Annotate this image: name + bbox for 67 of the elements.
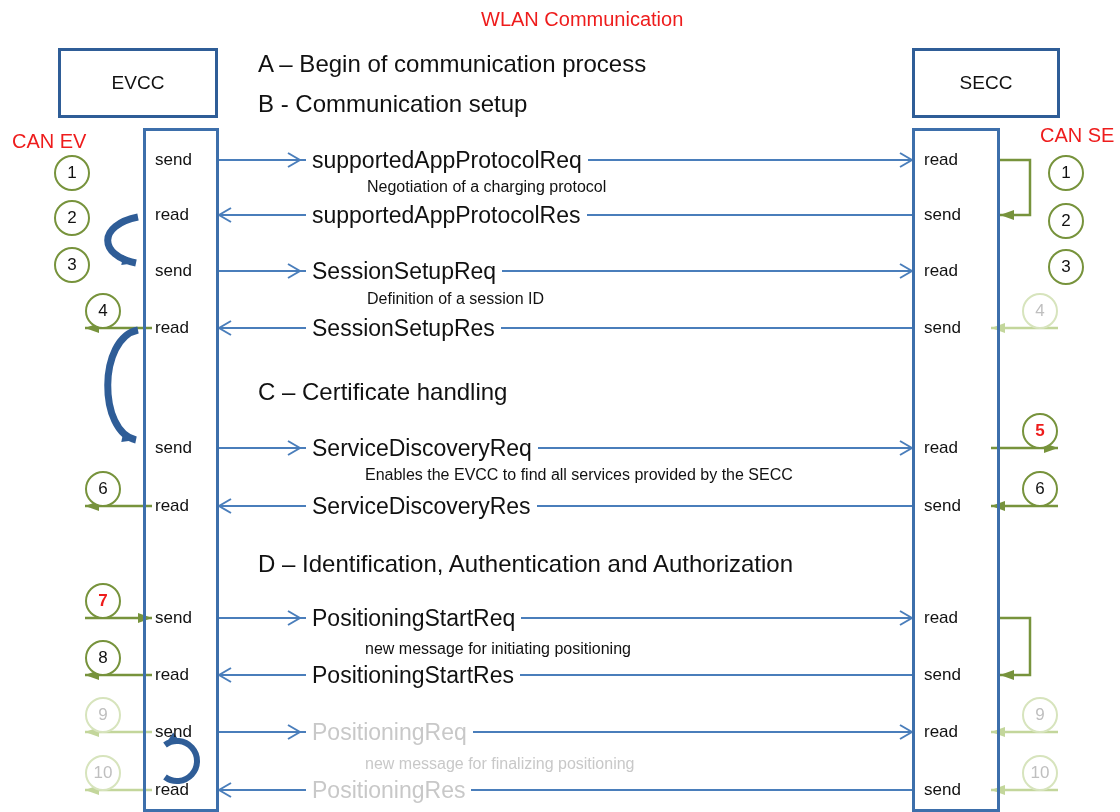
curved-arrow bbox=[104, 326, 140, 444]
step-number-circle: 6 bbox=[1022, 471, 1058, 507]
step-label: send bbox=[915, 662, 997, 688]
arrow bbox=[991, 443, 1058, 453]
step-number-circle: 9 bbox=[1022, 697, 1058, 733]
step-number-circle: 1 bbox=[54, 155, 90, 191]
step-number-circle: 3 bbox=[1048, 249, 1084, 285]
lifeline-bar bbox=[912, 128, 1000, 812]
step-label: read bbox=[146, 202, 216, 228]
loop-arrow bbox=[163, 733, 200, 784]
arrow bbox=[991, 501, 1058, 511]
message-description: new message for initiating positioning bbox=[365, 640, 631, 658]
step-label: send bbox=[146, 258, 216, 284]
step-number-circle: 9 bbox=[85, 697, 121, 733]
step-number-circle: 10 bbox=[85, 755, 121, 791]
arrow bbox=[1000, 616, 1032, 680]
step-label: read bbox=[146, 662, 216, 688]
diagram-title: WLAN Communication bbox=[481, 8, 684, 31]
step-label: read bbox=[146, 315, 216, 341]
step-label: send bbox=[146, 435, 216, 461]
arrow bbox=[1000, 158, 1032, 220]
step-number-circle: 3 bbox=[54, 247, 90, 283]
step-label: read bbox=[146, 777, 216, 803]
step-label: send bbox=[146, 605, 216, 631]
step-label: read bbox=[146, 493, 216, 519]
arrow bbox=[85, 670, 152, 680]
step-label: send bbox=[146, 147, 216, 173]
participant-box: SECC bbox=[912, 48, 1060, 118]
bus-label: CAN EV bbox=[12, 130, 87, 153]
message-description: Negotiation of a charging protocol bbox=[367, 178, 607, 196]
step-number-circle: 4 bbox=[1022, 293, 1058, 329]
step-number-circle: 8 bbox=[85, 640, 121, 676]
step-label: read bbox=[915, 147, 997, 173]
step-number-circle: 2 bbox=[54, 200, 90, 236]
step-label: send bbox=[915, 202, 997, 228]
section-heading: C – Certificate handling bbox=[258, 378, 508, 406]
step-label: send bbox=[146, 719, 216, 745]
step-label: read bbox=[915, 605, 997, 631]
step-number-circle: 1 bbox=[1048, 155, 1084, 191]
step-label: send bbox=[915, 315, 997, 341]
step-number-circle: 4 bbox=[85, 293, 121, 329]
step-number-circle: 2 bbox=[1048, 203, 1084, 239]
arrow bbox=[991, 785, 1058, 795]
arrow bbox=[85, 501, 152, 511]
step-number-circle: 6 bbox=[85, 471, 121, 507]
participant-box: EVCC bbox=[58, 48, 218, 118]
message-description: Definition of a session ID bbox=[367, 290, 544, 308]
arrow bbox=[85, 727, 152, 737]
bus-label: CAN SE bbox=[1040, 124, 1115, 147]
arrow bbox=[991, 727, 1058, 737]
step-label: send bbox=[915, 777, 997, 803]
arrow bbox=[991, 323, 1058, 333]
message-description: Enables the EVCC to find all services provided by the SECC bbox=[365, 466, 793, 484]
arrow bbox=[85, 785, 152, 795]
step-number-circle: 5 bbox=[1022, 413, 1058, 449]
arrow bbox=[85, 323, 152, 333]
step-label: read bbox=[915, 258, 997, 284]
arrow bbox=[85, 613, 152, 623]
section-heading: B - Communication setup bbox=[258, 90, 528, 118]
step-label: read bbox=[915, 435, 997, 461]
step-number-circle: 7 bbox=[85, 583, 121, 619]
step-label: read bbox=[915, 719, 997, 745]
section-heading: A – Begin of communication process bbox=[258, 50, 647, 78]
lifeline-bar bbox=[143, 128, 219, 812]
section-heading: D – Identification, Authentication and Authorization bbox=[258, 550, 794, 578]
step-label: send bbox=[915, 493, 997, 519]
step-number-circle: 10 bbox=[1022, 755, 1058, 791]
